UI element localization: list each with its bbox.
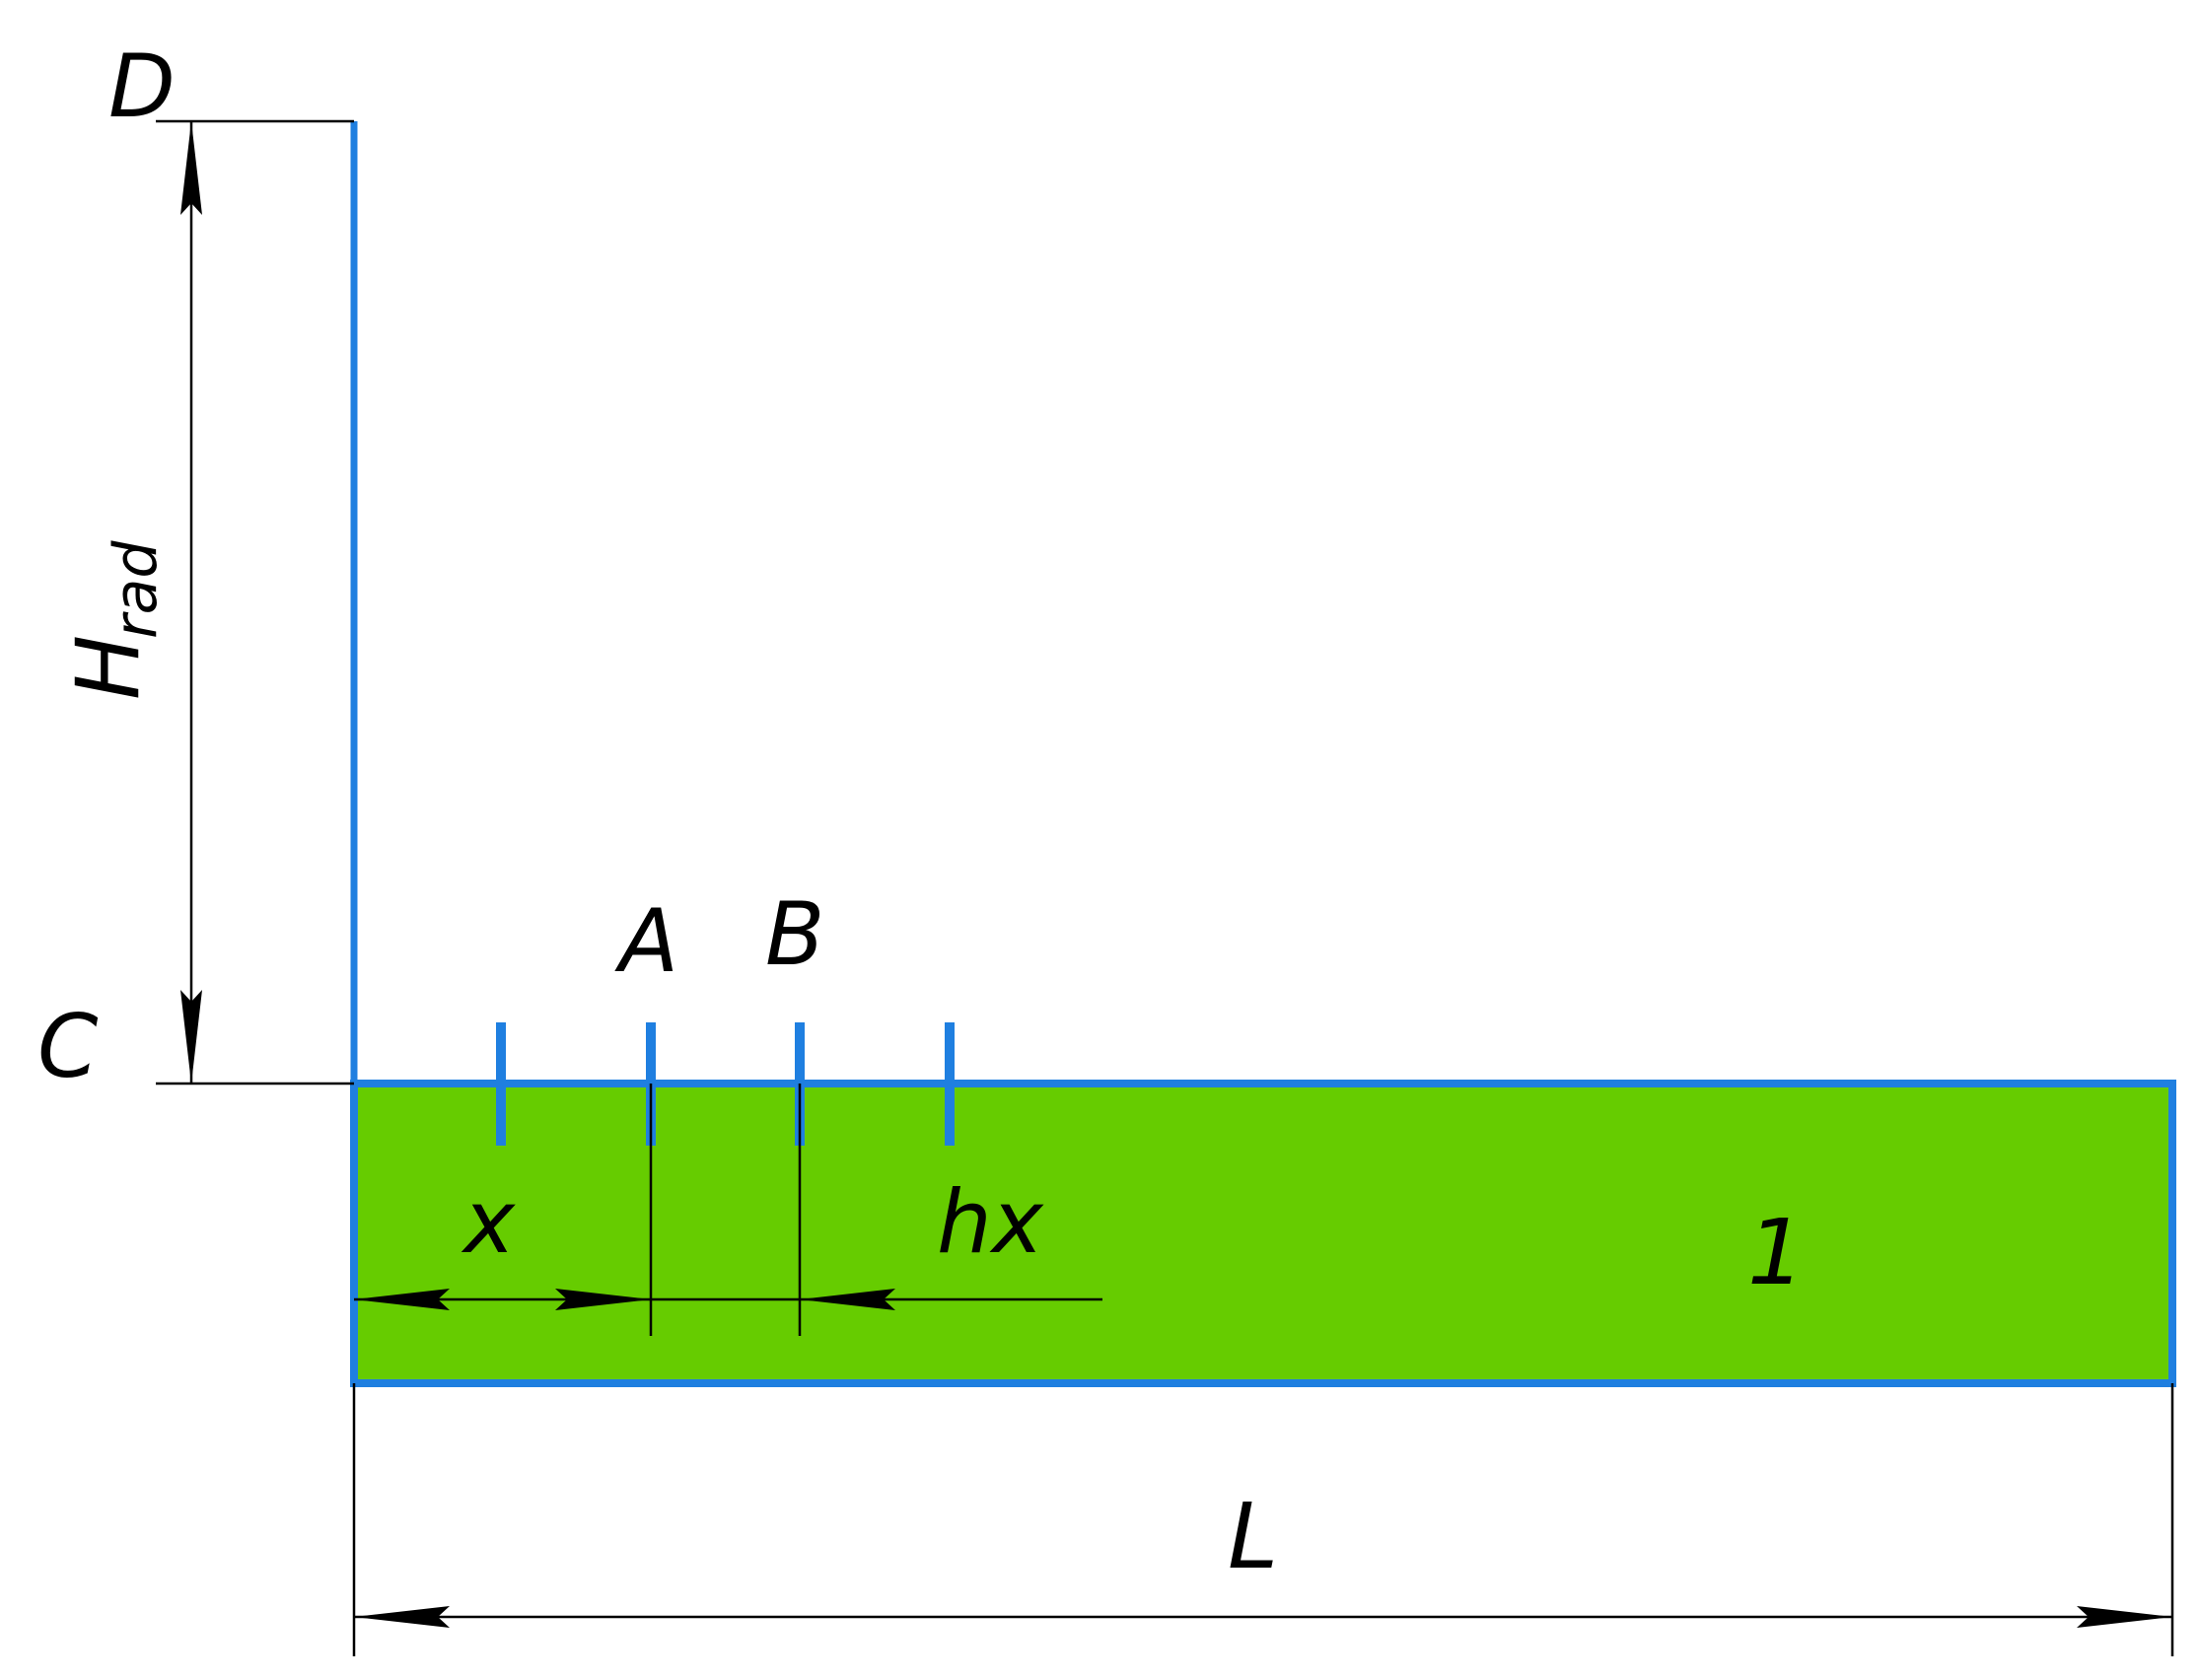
height-label: H rad xyxy=(57,540,171,700)
height-label-subscript: rad xyxy=(102,540,171,639)
hx-arrow-left xyxy=(800,1289,895,1310)
label-a: A xyxy=(614,890,678,992)
label-c: C xyxy=(37,996,99,1097)
length-arrow-left xyxy=(354,1606,450,1628)
label-l: L xyxy=(1228,1484,1278,1589)
height-arrow-bottom xyxy=(180,990,202,1084)
label-hx: hx xyxy=(937,1171,1044,1273)
label-x: x xyxy=(461,1171,516,1273)
label-b: B xyxy=(765,883,824,985)
x-arrow-right xyxy=(555,1289,651,1310)
region-1 xyxy=(354,1084,2172,1383)
region-border xyxy=(350,1080,2176,1387)
height-label-main: H xyxy=(57,635,159,700)
label-region-number: 1 xyxy=(1747,1200,1806,1305)
length-arrow-right xyxy=(2077,1606,2172,1628)
height-arrow-top xyxy=(180,121,202,215)
label-d: D xyxy=(108,35,176,137)
x-arrow-left xyxy=(354,1289,450,1310)
